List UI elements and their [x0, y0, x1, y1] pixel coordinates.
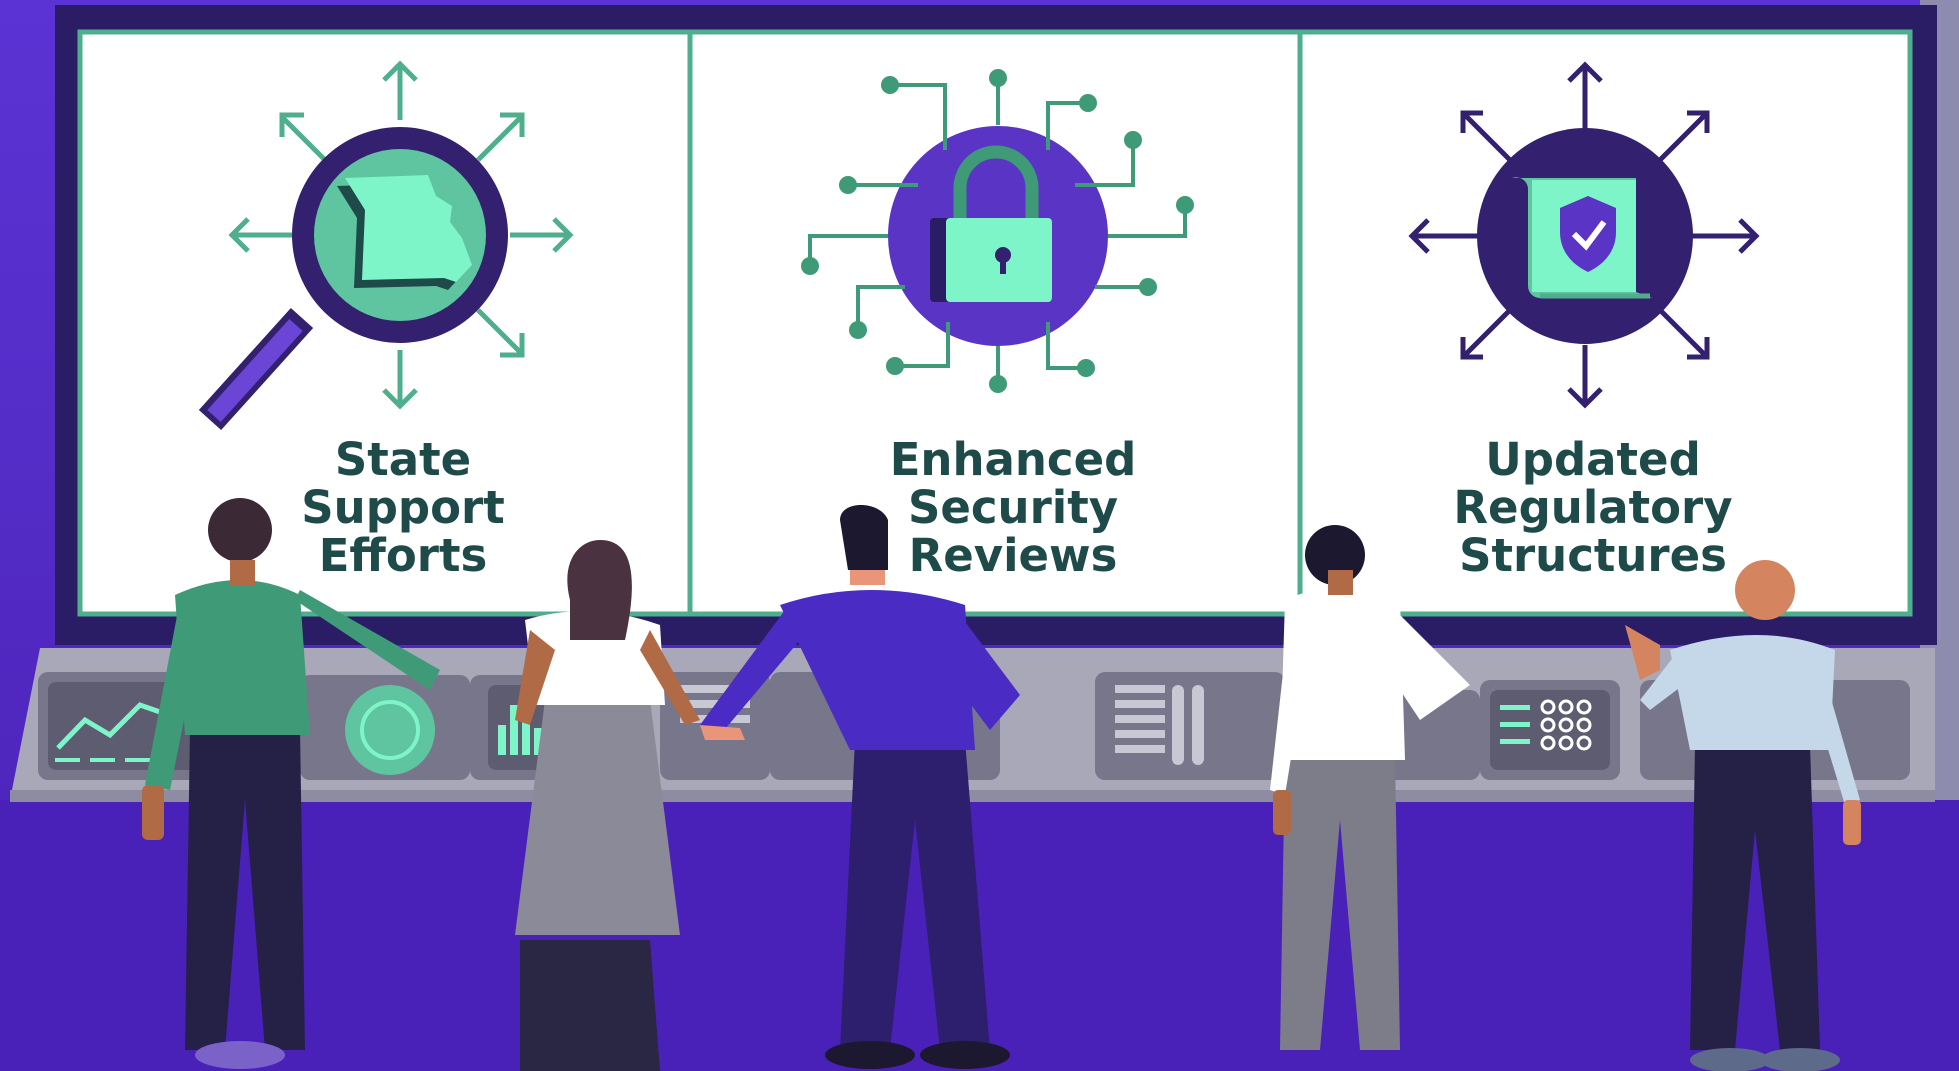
panel-label-state-support: State Support Efforts	[301, 433, 505, 582]
person-purple-shirt	[700, 505, 1020, 1069]
magnifier-state-map-icon	[198, 60, 574, 431]
person-light-blue-top	[1625, 560, 1861, 1071]
person-green-sweater	[142, 498, 440, 1069]
circuit-lock-icon	[801, 69, 1194, 393]
person-grey-skirt	[515, 540, 700, 1071]
person-white-shirt	[1270, 525, 1470, 1050]
scroll-shield-icon	[1408, 61, 1760, 409]
panel-label-security-reviews: Enhanced Security Reviews	[889, 433, 1137, 582]
panel-label-regulatory-structures: Updated Regulatory Structures	[1453, 433, 1733, 582]
